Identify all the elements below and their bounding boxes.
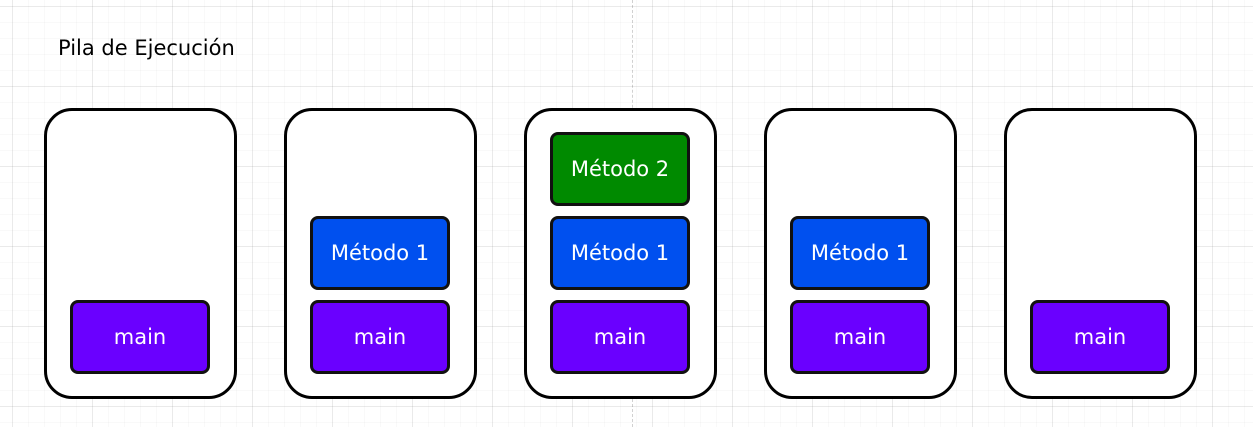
stack-frame-main: main — [550, 300, 690, 374]
stack-frame-metodo-1: Método 1 — [310, 216, 450, 290]
stack-frame-main: main — [310, 300, 450, 374]
call-stack-3: main Método 1 Método 2 — [524, 108, 717, 399]
diagram-title: Pila de Ejecución — [58, 36, 235, 60]
stack-frame-main: main — [70, 300, 210, 374]
stack-frame-metodo-1: Método 1 — [550, 216, 690, 290]
call-stack-5: main — [1004, 108, 1197, 399]
call-stack-4: main Método 1 — [764, 108, 957, 399]
stack-frame-main: main — [1030, 300, 1170, 374]
call-stack-2: main Método 1 — [284, 108, 477, 399]
stack-frame-metodo-2: Método 2 — [550, 132, 690, 206]
stack-frame-metodo-1: Método 1 — [790, 216, 930, 290]
stack-frame-main: main — [790, 300, 930, 374]
call-stack-1: main — [44, 108, 237, 399]
